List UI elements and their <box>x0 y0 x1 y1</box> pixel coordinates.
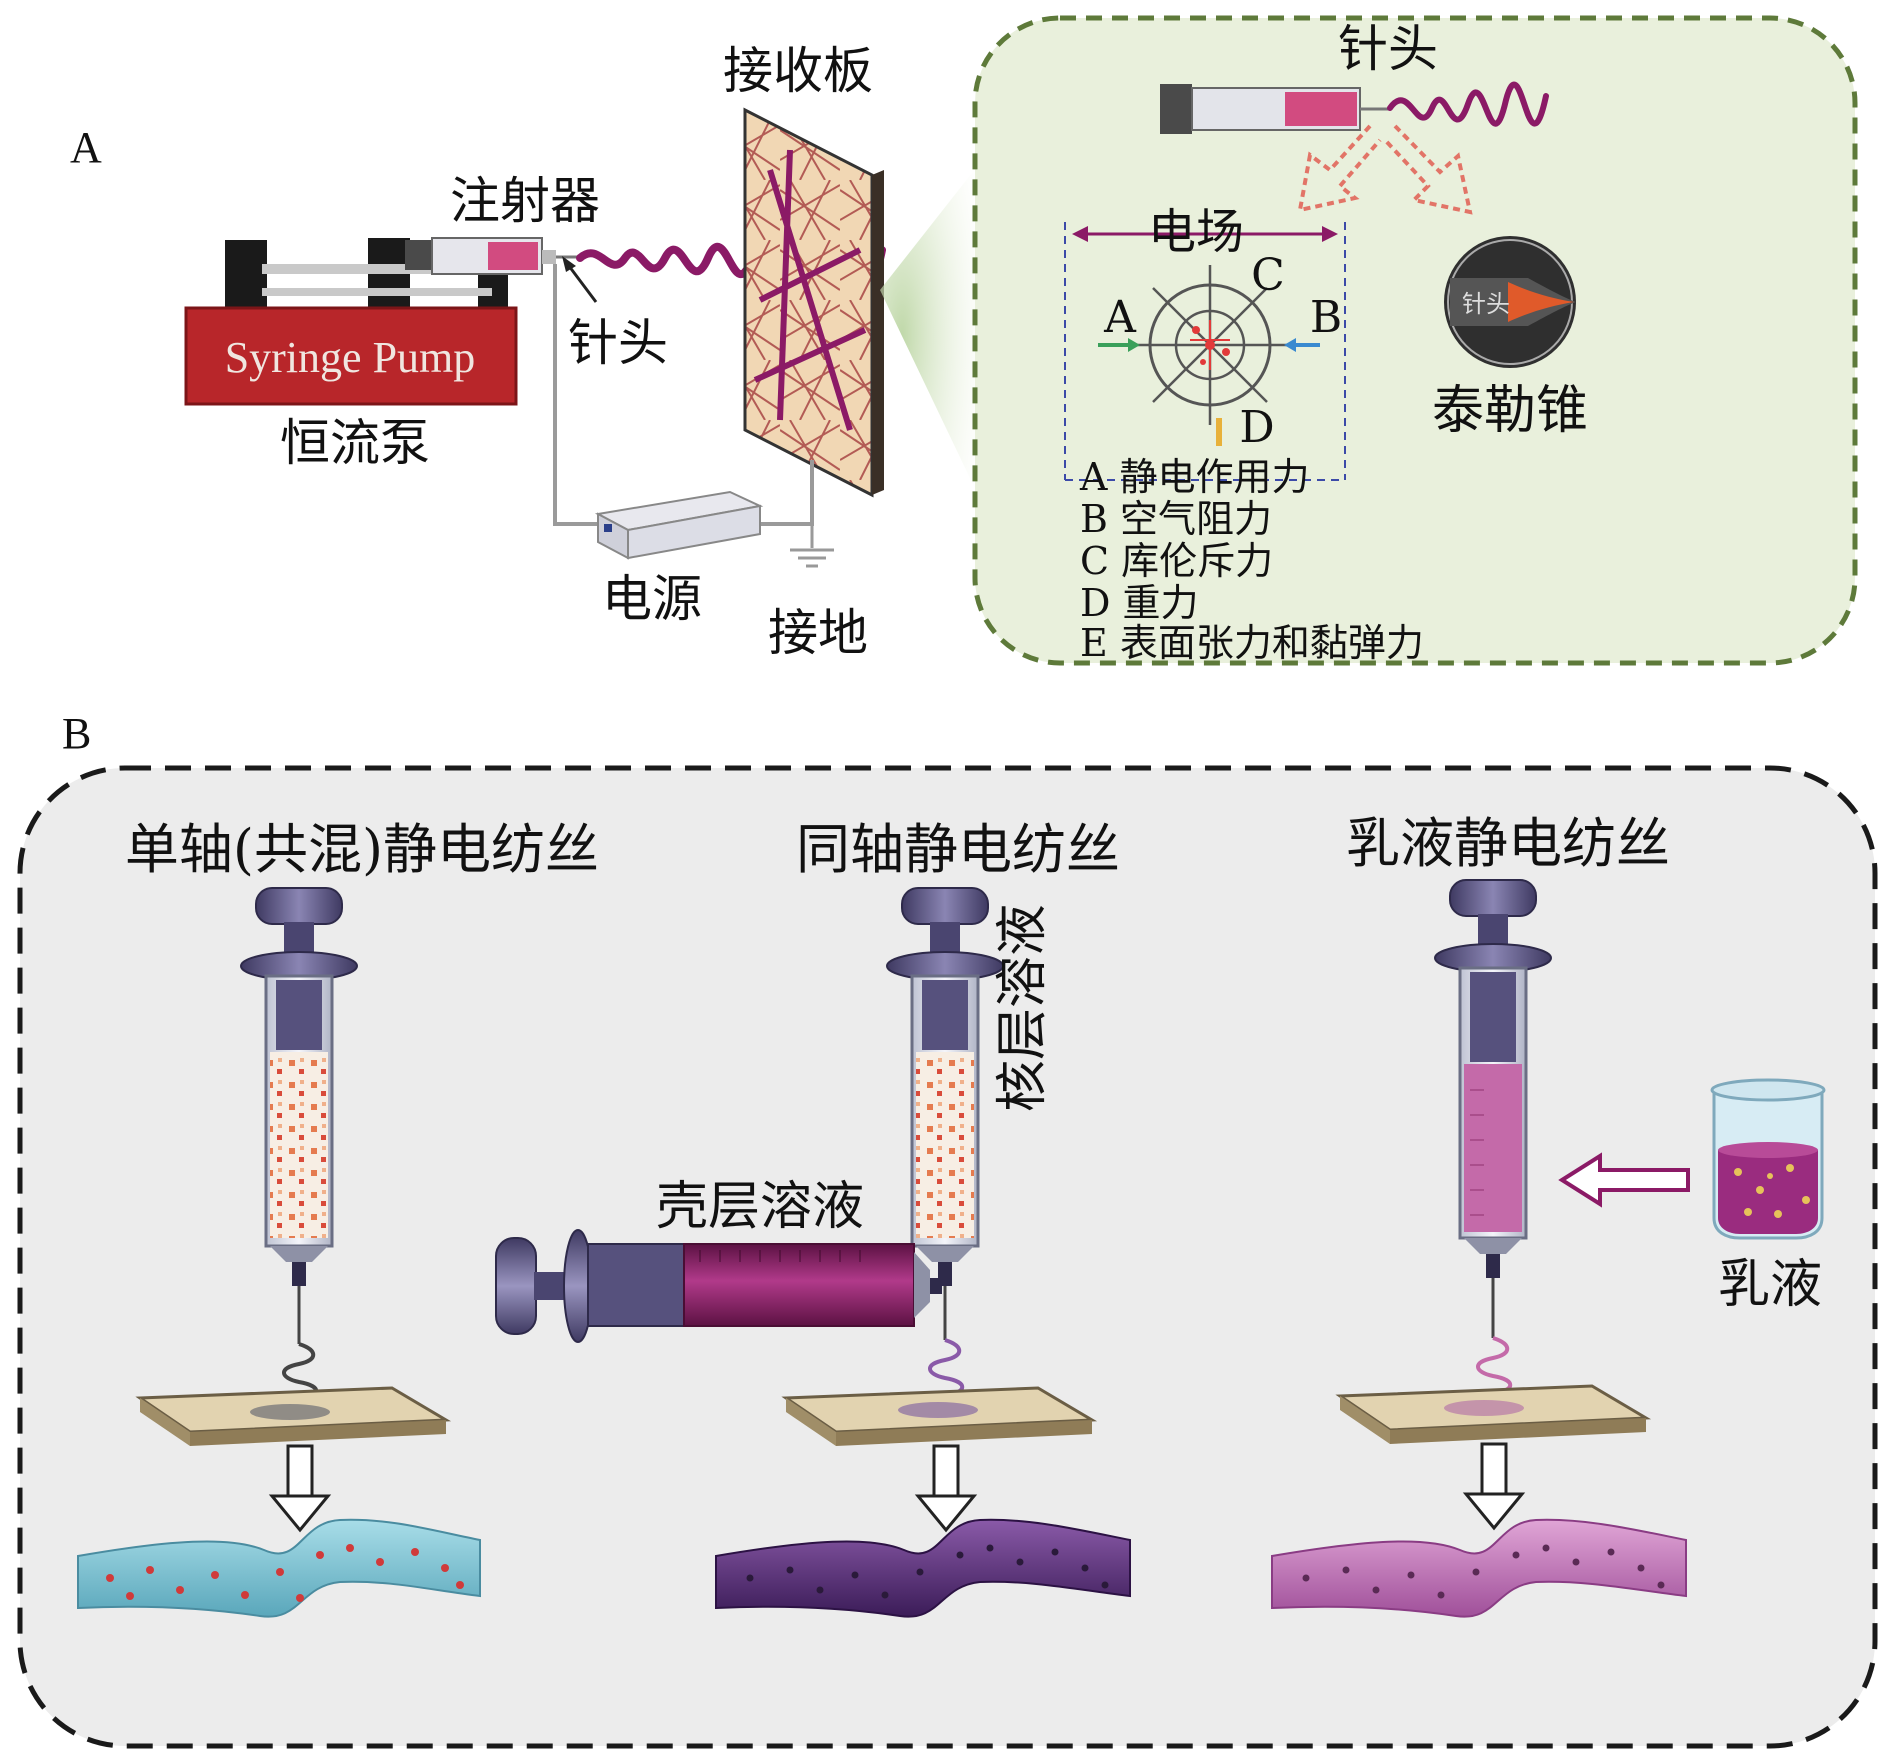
force-mark-b: B <box>1310 292 1342 343</box>
force-mark-d: D <box>1239 402 1274 453</box>
ground-symbol <box>790 548 834 568</box>
force-mark-a: A <box>1103 292 1137 343</box>
uniaxial-title: 单轴(共混)静电纺丝 <box>125 818 599 881</box>
legend-item: C 库伦斥力 <box>1080 539 1273 583</box>
power-supply <box>594 490 764 560</box>
force-mark-c: C <box>1251 250 1285 301</box>
panel-b-letter: B <box>62 709 91 758</box>
taylor-cone-inner-label: 针头 <box>1462 290 1510 318</box>
emulsion-label: 乳液 <box>1718 1255 1822 1315</box>
legend-item: D 重力 <box>1080 581 1199 625</box>
force-wheel <box>1130 265 1290 425</box>
inset-syringe <box>1160 84 1390 134</box>
pump-syringe <box>405 237 580 275</box>
coaxial-shell-syringe <box>495 1229 942 1343</box>
inset-panel <box>972 15 1858 666</box>
coaxial-title: 同轴静电纺丝 <box>796 818 1120 881</box>
pump-label: 恒流泵 <box>280 414 430 472</box>
emulsion-beaker <box>1710 1078 1826 1240</box>
syringe-pump: Syringe Pump <box>184 238 518 406</box>
uniaxial-syringe <box>240 887 358 1344</box>
coaxial-fiber <box>715 1518 1131 1618</box>
field-box <box>1064 222 1346 481</box>
core-solution-label: 核层溶液 <box>993 904 1053 1112</box>
shell-solution-label: 壳层溶液 <box>656 1177 864 1237</box>
field-label: 电场 <box>1148 204 1244 260</box>
emulsion-fiber <box>1271 1518 1687 1618</box>
legend-item: A 静电作用力 <box>1079 455 1310 499</box>
coaxial-core-syringe <box>886 887 1004 1340</box>
collector-plate <box>743 107 884 498</box>
taylor-cone: 针头 <box>1444 236 1576 368</box>
collector-label: 接收板 <box>723 42 873 100</box>
emulsion-collector <box>1335 1384 1652 1444</box>
syringe-pump-text: Syringe Pump <box>225 333 476 382</box>
legend-item: B 空气阻力 <box>1080 497 1272 541</box>
uniaxial-collector <box>135 1386 452 1446</box>
force-legend: A 静电作用力 B 空气阻力 C 库伦斥力 D 重力 E 表面张力和黏弹力 <box>1079 455 1424 665</box>
legend-item: E 表面张力和黏弹力 <box>1080 621 1424 665</box>
coaxial-collector <box>781 1386 1098 1446</box>
panel-a-letter: A <box>70 123 102 172</box>
emulsion-syringe <box>1434 879 1552 1338</box>
zoom-arrows <box>1297 124 1473 215</box>
ground-label: 接地 <box>768 604 868 662</box>
emulsion-feed-arrow <box>1558 1152 1690 1208</box>
needle-label: 针头 <box>568 314 668 372</box>
power-label: 电源 <box>602 570 702 628</box>
inset-needle-label: 针头 <box>1338 20 1438 78</box>
emulsion-title: 乳液静电纺丝 <box>1346 812 1670 875</box>
coaxial-down-arrow <box>914 1444 978 1533</box>
taylor-cone-label: 泰勒锥 <box>1432 381 1588 441</box>
emulsion-down-arrow <box>1462 1442 1526 1531</box>
uniaxial-fiber <box>77 1518 481 1618</box>
syringe-label: 注射器 <box>450 172 600 230</box>
inset-jet <box>1387 81 1549 127</box>
uniaxial-down-arrow <box>268 1444 332 1533</box>
